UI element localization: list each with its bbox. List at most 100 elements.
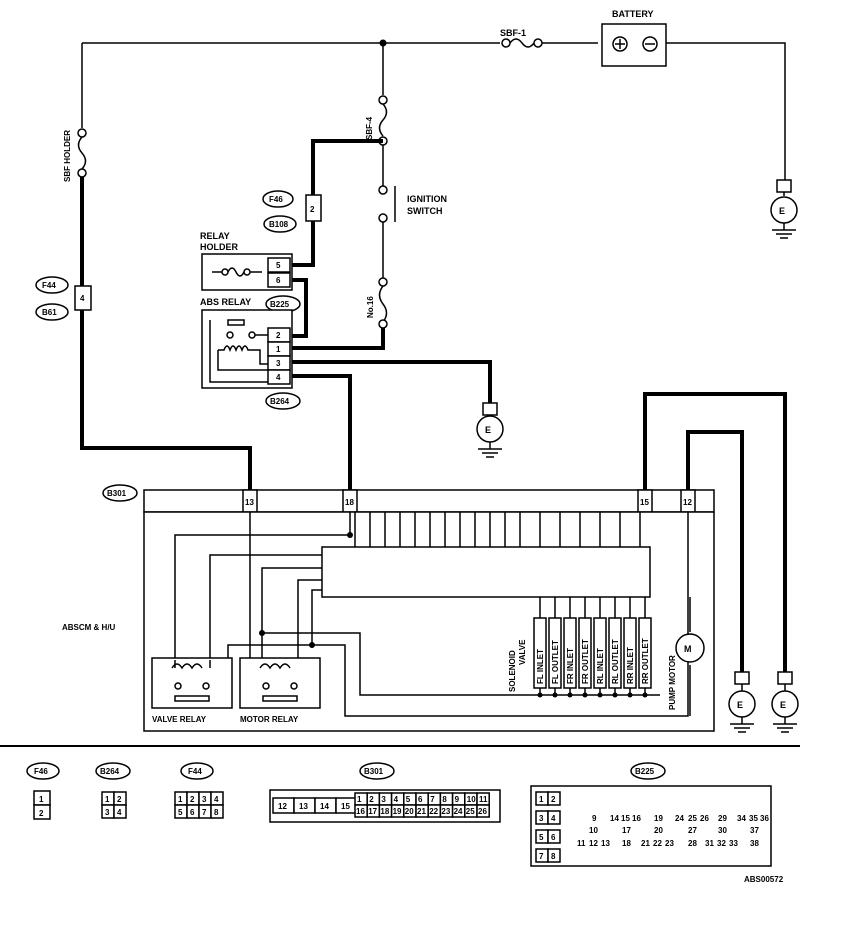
svg-text:22: 22 bbox=[653, 839, 662, 848]
sbf-holder-terminal-b bbox=[77, 168, 87, 178]
svg-text:18: 18 bbox=[622, 839, 631, 848]
plus-icon bbox=[615, 39, 625, 49]
text: 15 bbox=[640, 498, 649, 507]
b108-badge-label: B108 bbox=[269, 220, 289, 229]
legend-pin-number: 2 bbox=[190, 795, 195, 804]
legend-connector-badge bbox=[630, 762, 666, 780]
b264-badge bbox=[265, 392, 301, 410]
sbf4-to-f46-wire bbox=[311, 139, 383, 195]
svg-text:36: 36 bbox=[760, 814, 769, 823]
relay-holder-label-1: RELAY bbox=[200, 231, 230, 241]
svg-text:19: 19 bbox=[654, 814, 663, 823]
legend-pin-number: 25 bbox=[466, 807, 475, 816]
terminal bbox=[226, 331, 234, 339]
svg-text:7: 7 bbox=[539, 852, 544, 861]
abs-relay-label: ABS RELAY bbox=[200, 297, 251, 307]
svg-text:25: 25 bbox=[688, 814, 697, 823]
legend-pin-number: 4 bbox=[394, 795, 399, 804]
motor-relay-label: MOTOR RELAY bbox=[240, 715, 299, 724]
ar-pin-3: 3 bbox=[276, 359, 281, 368]
legend-pin-number: 11 bbox=[479, 795, 488, 804]
relay-holder-pin-6 bbox=[267, 272, 291, 288]
legend-pin-number: 26 bbox=[478, 807, 487, 816]
legend-pin-number: 4 bbox=[214, 795, 219, 804]
f46-pin: 2 bbox=[310, 205, 315, 214]
terminal bbox=[202, 682, 210, 690]
svg-text:27: 27 bbox=[688, 826, 697, 835]
legend-pin-number: 6 bbox=[418, 795, 423, 804]
legend-b225-title: B225 bbox=[635, 767, 655, 776]
no16-to-abs-relay-wire bbox=[292, 328, 385, 350]
text: 2 bbox=[39, 809, 44, 818]
legend-pin-number: 20 bbox=[405, 807, 414, 816]
svg-text:24: 24 bbox=[675, 814, 684, 823]
no16-terminal-a bbox=[378, 277, 388, 287]
svg-text:1: 1 bbox=[539, 795, 544, 804]
box bbox=[113, 804, 127, 819]
legend-pin-number: 7 bbox=[202, 808, 207, 817]
wire bbox=[217, 350, 268, 371]
battery-ground-wire bbox=[665, 42, 786, 180]
b301-badge bbox=[102, 484, 138, 502]
motor-relay-coil-icon bbox=[259, 663, 291, 670]
motor-letter: M bbox=[684, 644, 692, 654]
box bbox=[777, 671, 793, 685]
wire bbox=[262, 632, 660, 696]
svg-text:16: 16 bbox=[632, 814, 641, 823]
svg-text:34: 34 bbox=[737, 814, 746, 823]
text: 3 bbox=[105, 808, 110, 817]
abs-relay-coil-icon bbox=[218, 345, 268, 365]
svg-text:17: 17 bbox=[622, 826, 631, 835]
legend-pin-number: 8 bbox=[442, 795, 447, 804]
sbf4-fuse-icon bbox=[378, 103, 388, 137]
f44-badge bbox=[35, 276, 69, 294]
controller-top-wires bbox=[354, 512, 641, 547]
ar-pin-1: 1 bbox=[276, 345, 281, 354]
battery-label: BATTERY bbox=[612, 9, 654, 19]
solenoid-valve-label: RL OUTLET bbox=[611, 639, 620, 684]
f44-badge-label: F44 bbox=[42, 281, 56, 290]
b301-15-ground-wire bbox=[643, 392, 787, 672]
legend-pin-number: 15 bbox=[341, 802, 350, 811]
abs-relay-to-ground-wire bbox=[292, 360, 492, 403]
sbf-holder-fuse-icon bbox=[77, 136, 87, 170]
ignition-terminal-b bbox=[378, 213, 388, 223]
rh-pin-5: 5 bbox=[276, 261, 281, 270]
sbf1-terminal-a bbox=[501, 38, 511, 48]
b264-badge-label: B264 bbox=[270, 397, 290, 406]
legend-pin-number: 13 bbox=[299, 802, 308, 811]
svg-text:28: 28 bbox=[688, 839, 697, 848]
legend-pin-number: 1 bbox=[178, 795, 183, 804]
svg-text:14: 14 bbox=[610, 814, 619, 823]
wire bbox=[209, 554, 322, 660]
legend-pin-number: 21 bbox=[417, 807, 426, 816]
b301-12-ground-wire bbox=[686, 430, 744, 672]
ground-symbol-icon bbox=[478, 442, 502, 458]
f44-pin: 4 bbox=[80, 294, 85, 303]
ignition-label-2: SWITCH bbox=[407, 206, 443, 216]
abs-relay-to-b301-wire bbox=[292, 374, 352, 490]
solenoid-junction bbox=[597, 692, 603, 698]
svg-text:6: 6 bbox=[551, 833, 556, 842]
sbf1-terminal-b bbox=[533, 38, 543, 48]
legend-pin-number: 7 bbox=[430, 795, 435, 804]
svg-text:10: 10 bbox=[589, 826, 598, 835]
ground-connector bbox=[776, 179, 792, 193]
legend-pin-number: 8 bbox=[214, 808, 219, 817]
ar-pin-4: 4 bbox=[276, 373, 281, 382]
legend-connector-badge bbox=[359, 762, 395, 780]
legend-pin-number: 22 bbox=[429, 807, 438, 816]
svg-text:29: 29 bbox=[718, 814, 727, 823]
solenoid-label-2: VALVE bbox=[518, 639, 527, 665]
svg-text:12: 12 bbox=[589, 839, 598, 848]
svg-text:13: 13 bbox=[601, 839, 610, 848]
relay-holder-label-2: HOLDER bbox=[200, 242, 239, 252]
legend-f44-title: F44 bbox=[188, 767, 202, 776]
ignition-label-1: IGNITION bbox=[407, 194, 447, 204]
legend-b225-connector bbox=[530, 785, 772, 867]
svg-text:33: 33 bbox=[729, 839, 738, 848]
text: E bbox=[737, 700, 743, 710]
legend-b264-title: B264 bbox=[100, 767, 120, 776]
